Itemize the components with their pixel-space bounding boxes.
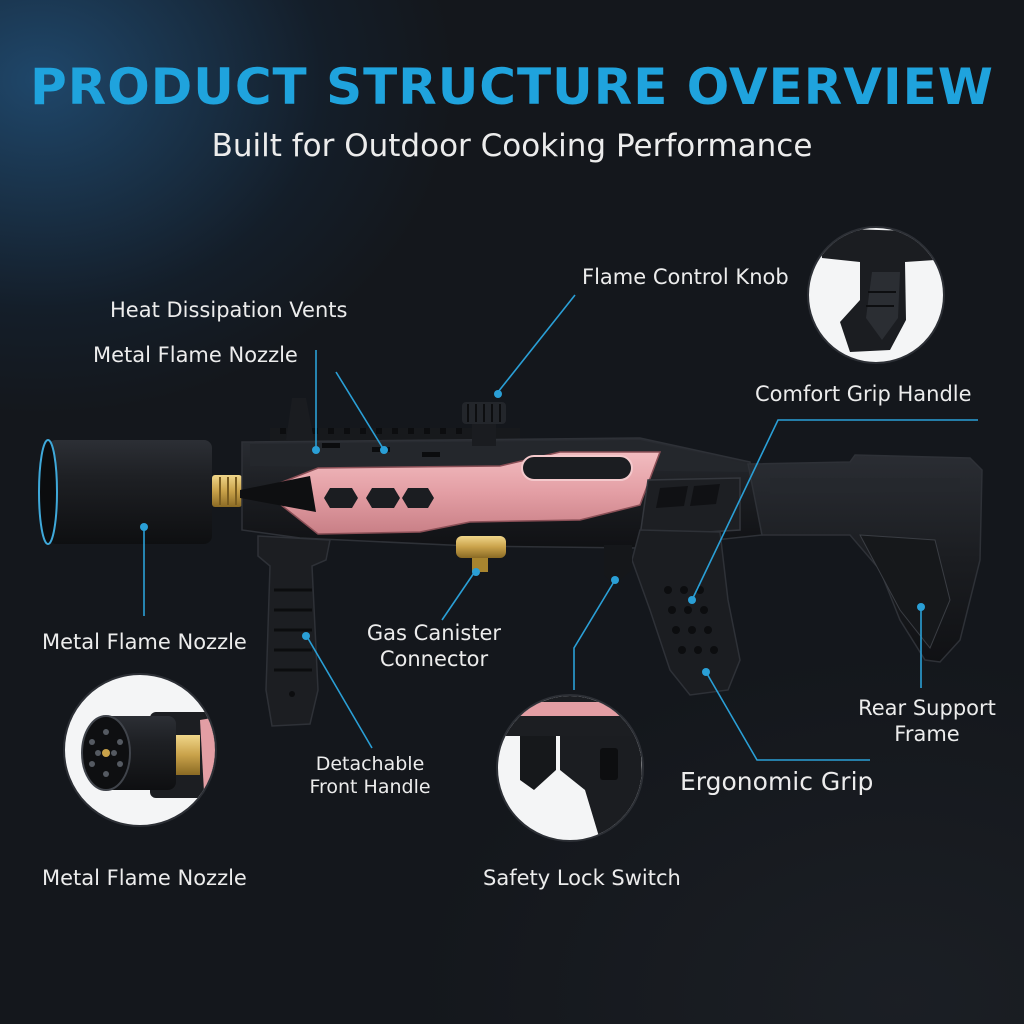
label-flame-control-knob: Flame Control Knob (582, 265, 789, 289)
label-rear-line-2: Frame (894, 722, 960, 746)
label-comfort-grip-handle: Comfort Grip Handle (755, 382, 972, 406)
page-subtitle: Built for Outdoor Cooking Performance (211, 128, 813, 164)
leader-gas (441, 569, 477, 621)
nozzle-closeup-icon (63, 673, 217, 827)
label-front-line-2: Front Handle (309, 776, 431, 798)
leader-safety (573, 579, 616, 690)
label-ergonomic-grip: Ergonomic Grip (680, 767, 874, 796)
label-metal-flame-nozzle-top: Metal Flame Nozzle (93, 343, 298, 367)
gas-connector (456, 536, 506, 558)
label-metal-flame-nozzle-bottom: Metal Flame Nozzle (42, 866, 247, 890)
label-heat-dissipation-vents: Heat Dissipation Vents (110, 298, 348, 322)
label-gas-line-1: Gas Canister (366, 621, 502, 645)
label-safety-lock-switch: Safety Lock Switch (483, 866, 681, 890)
label-rear-support-frame: Rear Support Frame (852, 695, 1002, 747)
nozzle-canister-rim (38, 439, 58, 545)
label-front-line-1: Detachable (315, 753, 425, 775)
label-detachable-front-handle: Detachable Front Handle (300, 753, 440, 799)
nozzle-canister (48, 440, 212, 544)
leader-flame-knob (497, 294, 576, 393)
leader-comfort-grip (691, 419, 978, 601)
leader-lines (143, 294, 978, 761)
leader-ergonomic (705, 671, 870, 761)
leader-nozzle-top (335, 371, 385, 451)
label-gas-canister-connector: Gas Canister Connector (364, 620, 504, 672)
label-gas-line-2: Connector (379, 647, 489, 671)
leader-dots (140, 390, 925, 676)
grip-closeup-icon (807, 226, 945, 364)
label-rear-line-1: Rear Support (858, 696, 996, 720)
trigger-closeup-icon (496, 694, 644, 842)
page-title: PRODUCT STRUCTURE OVERVIEW (30, 58, 994, 116)
leader-front (305, 634, 373, 749)
torch-body (38, 398, 983, 727)
label-metal-flame-nozzle-mid: Metal Flame Nozzle (42, 630, 247, 654)
